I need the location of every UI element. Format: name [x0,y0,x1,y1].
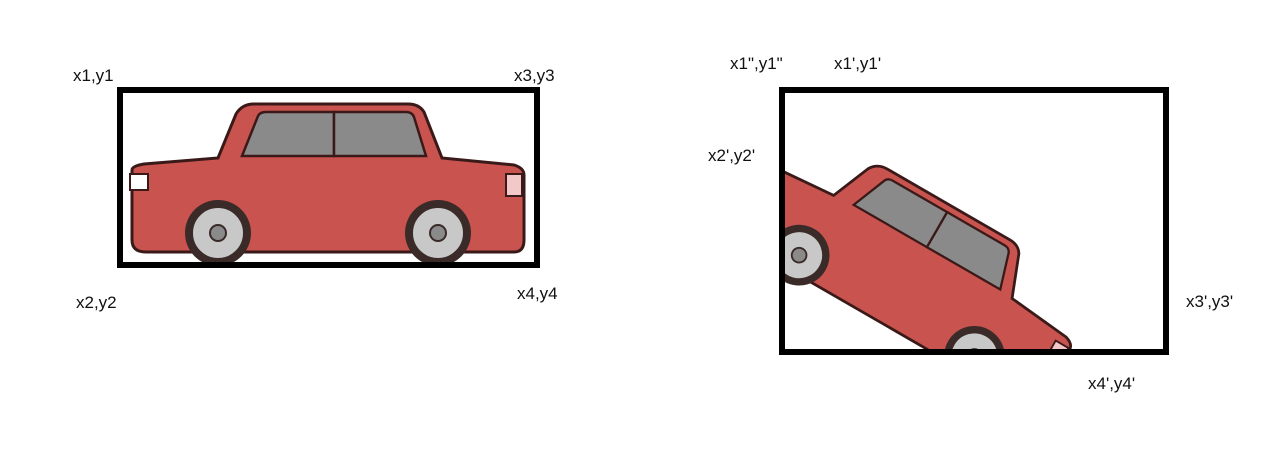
label-x3-y3: x3,y3 [514,66,555,85]
right-car-rotated [782,110,1104,352]
label-x4p-y4p: x4',y4' [1088,374,1136,393]
left-bounding-box [117,87,540,268]
label-x2p-y2p: x2',y2' [708,146,756,165]
label-x1p-y1p: x1',y1' [834,54,882,73]
label-x4-y4: x4,y4 [517,284,558,303]
label-x1-y1: x1,y1 [73,66,114,85]
right-bounding-box [779,87,1169,355]
label-x3p-y3p: x3',y3' [1186,292,1234,311]
left-car [128,102,526,268]
label-x1dd-y1dd: x1",y1" [730,54,783,73]
label-x2-y2: x2,y2 [76,293,117,312]
